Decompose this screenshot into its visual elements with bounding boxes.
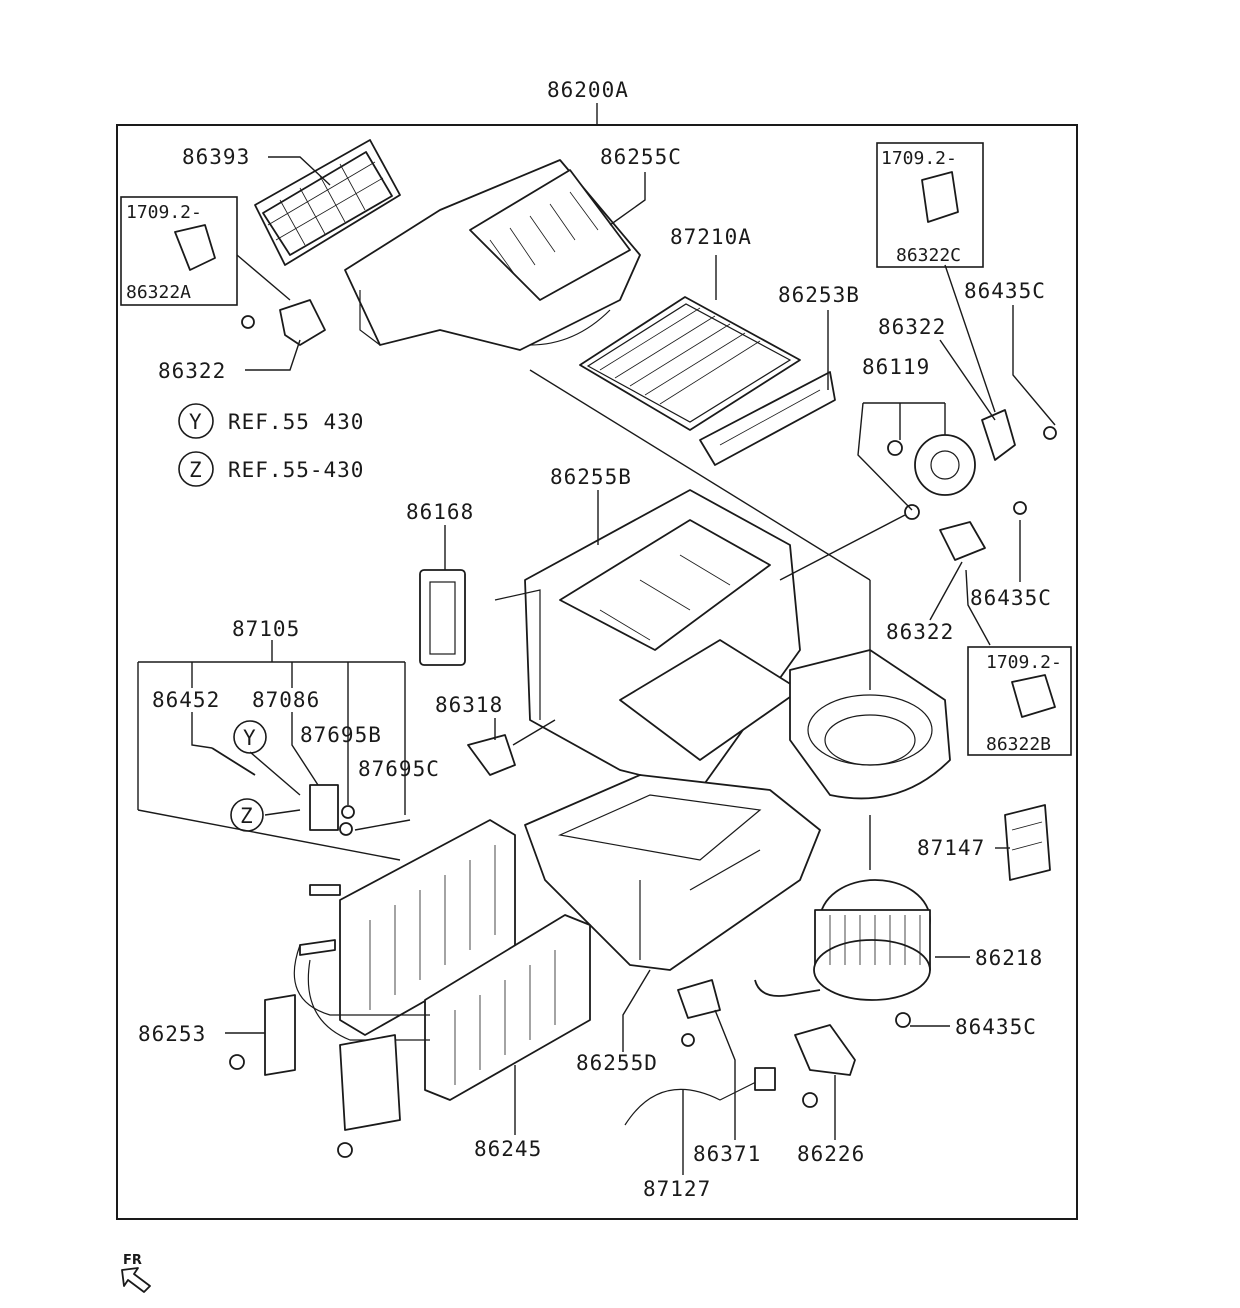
cabin-filter-drawing <box>579 296 801 431</box>
svg-text:REF.55-430: REF.55-430 <box>228 458 364 482</box>
label-86168[interactable]: 86168 <box>406 500 474 524</box>
svg-text:FR: FR <box>123 1253 142 1268</box>
label-86435C-a[interactable]: 86435C <box>964 279 1046 303</box>
label-87086[interactable]: 87086 <box>252 688 320 712</box>
label-86255D[interactable]: 86255D <box>576 1051 658 1075</box>
svg-text:Y: Y <box>189 410 203 434</box>
label-86255C[interactable]: 86255C <box>600 145 682 169</box>
svg-text:86322C: 86322C <box>896 245 961 266</box>
label-86255B[interactable]: 86255B <box>550 465 632 489</box>
svg-text:1709.2-: 1709.2- <box>881 148 957 169</box>
variant-box-86322B: 1709.2- 86322B <box>967 646 1072 756</box>
label-86435C-c[interactable]: 86435C <box>955 1015 1037 1039</box>
svg-text:86322B: 86322B <box>986 734 1051 755</box>
lower-housing-drawing <box>524 774 821 971</box>
svg-text:Z: Z <box>240 804 254 828</box>
blower-case-drawing <box>789 649 951 800</box>
label-86218[interactable]: 86218 <box>975 946 1043 970</box>
main-housing-drawing <box>494 489 801 791</box>
svg-text:1709.2-: 1709.2- <box>126 202 202 223</box>
label-86253[interactable]: 86253 <box>138 1022 206 1046</box>
front-direction-arrow-icon: FR <box>121 1253 151 1293</box>
leader-lines <box>137 156 1056 1175</box>
label-86322-right[interactable]: 86322 <box>886 620 954 644</box>
label-86322-top[interactable]: 86322 <box>878 315 946 339</box>
label-86452[interactable]: 86452 <box>152 688 220 712</box>
svg-text:REF.55 430: REF.55 430 <box>228 410 364 434</box>
label-87105[interactable]: 87105 <box>232 617 300 641</box>
label-87127[interactable]: 87127 <box>643 1177 711 1201</box>
label-87695B[interactable]: 87695B <box>300 723 382 747</box>
svg-text:Z: Z <box>189 458 203 482</box>
label-87695C[interactable]: 87695C <box>358 757 440 781</box>
label-86371[interactable]: 86371 <box>693 1142 761 1166</box>
label-86119[interactable]: 86119 <box>862 355 930 379</box>
part-labels: 86393 86255C 87210A 86253B 86322 86322 8… <box>138 145 1052 1201</box>
filter-cover-drawing <box>699 371 836 466</box>
svg-text:1709.2-: 1709.2- <box>986 652 1062 673</box>
controller-drawing <box>1004 804 1051 881</box>
ref-callout-y[interactable]: Y REF.55 430 <box>178 403 364 439</box>
heater-core-drawing <box>293 914 591 1101</box>
svg-text:Y: Y <box>243 726 257 750</box>
variant-box-86322C: 1709.2- 86322C <box>876 142 984 268</box>
pipe-bracket-drawing <box>229 994 401 1158</box>
guide-lines <box>137 369 906 870</box>
inset-marker-y[interactable]: Y <box>233 720 267 754</box>
ref-callout-z[interactable]: Z REF.55-430 <box>178 451 364 487</box>
inset-marker-z[interactable]: Z <box>230 798 264 832</box>
label-86435C-b[interactable]: 86435C <box>970 586 1052 610</box>
assembly-label[interactable]: 86200A <box>547 78 629 102</box>
label-87210A[interactable]: 87210A <box>670 225 752 249</box>
label-86393[interactable]: 86393 <box>182 145 250 169</box>
svg-text:86322A: 86322A <box>126 282 191 303</box>
label-86318[interactable]: 86318 <box>435 693 503 717</box>
upper-housing-drawing <box>344 159 641 351</box>
label-86253B[interactable]: 86253B <box>778 283 860 307</box>
label-86245[interactable]: 86245 <box>474 1137 542 1161</box>
label-87147[interactable]: 87147 <box>917 836 985 860</box>
blower-fan-drawing <box>754 879 931 1001</box>
label-86322-left[interactable]: 86322 <box>158 359 226 383</box>
label-86226[interactable]: 86226 <box>797 1142 865 1166</box>
variant-box-86322A: 1709.2- 86322A <box>120 196 291 306</box>
filter-frame-drawing <box>254 139 401 266</box>
